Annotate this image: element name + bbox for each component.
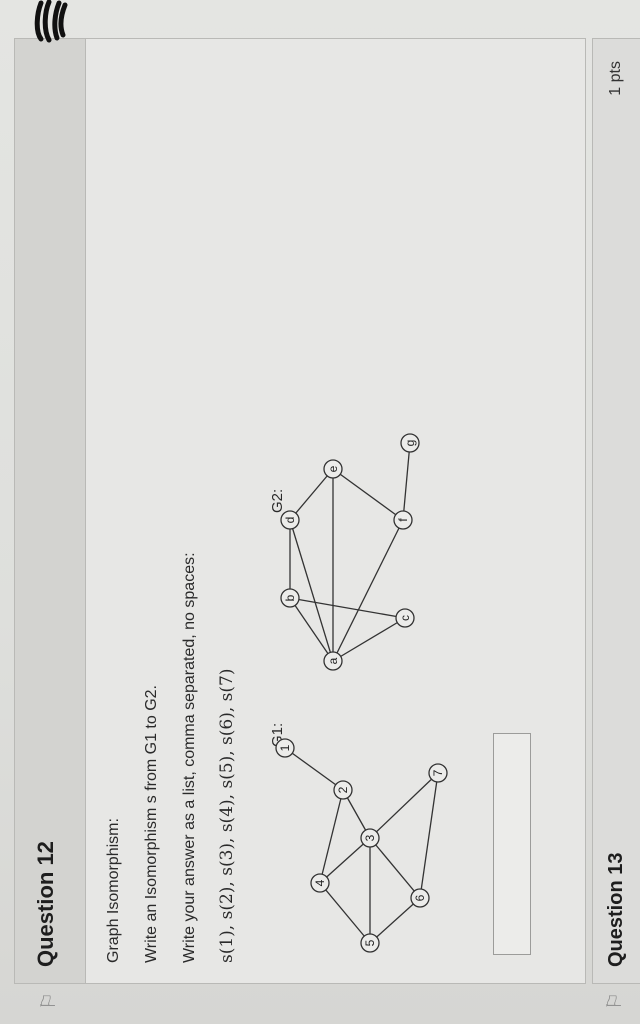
question-13-title: Question 13 xyxy=(605,852,627,967)
flag-icon[interactable]: ⚐ xyxy=(604,992,626,1010)
g2-edge xyxy=(289,468,334,521)
g1-node-6: 6 xyxy=(410,888,430,908)
svg-text:f: f xyxy=(396,518,410,522)
graphs-figure: 1 2 3 4 5 6 7 a b c xyxy=(275,433,448,953)
svg-text:4: 4 xyxy=(313,879,327,886)
g1-edge xyxy=(319,837,371,884)
g1-edge xyxy=(369,772,439,839)
g1-edge xyxy=(369,837,421,899)
svg-text:2: 2 xyxy=(336,786,350,793)
g2-graph: a b c d e f g xyxy=(280,433,420,671)
g2-node-e: e xyxy=(323,459,343,479)
svg-text:b: b xyxy=(283,594,297,601)
svg-text:g: g xyxy=(403,440,417,447)
g2-node-c: c xyxy=(395,608,415,628)
answer-input[interactable] xyxy=(493,733,531,955)
points-label: 1 pts xyxy=(607,61,624,96)
svg-text:a: a xyxy=(326,657,340,664)
g1-node-7: 7 xyxy=(428,763,448,783)
question-12-card: Question 12 Graph Isomorphism: Write an … xyxy=(14,0,586,984)
svg-text:6: 6 xyxy=(413,894,427,901)
question-13-card: Question 13 1 pts xyxy=(592,38,640,984)
g2-edge xyxy=(402,442,411,521)
g2-edge xyxy=(332,617,406,662)
g2-node-g: g xyxy=(400,433,420,453)
g1-node-4: 4 xyxy=(310,873,330,893)
g2-edge xyxy=(289,519,334,662)
g2-edge xyxy=(289,597,334,662)
scribble-mark xyxy=(34,0,68,43)
g1-node-2: 2 xyxy=(333,780,353,800)
g2-edge xyxy=(289,597,406,619)
g2-node-b: b xyxy=(280,588,300,608)
g2-edge xyxy=(332,519,404,662)
svg-text:c: c xyxy=(398,615,412,621)
g1-edge xyxy=(369,897,421,944)
svg-text:5: 5 xyxy=(363,939,377,946)
g1-edge xyxy=(319,789,344,884)
g2-edge xyxy=(332,468,404,521)
g2-node-a: a xyxy=(323,651,343,671)
flag-icon[interactable]: ⚐ xyxy=(38,992,60,1010)
g1-graph: 1 2 3 4 5 6 7 xyxy=(275,738,448,953)
svg-text:e: e xyxy=(326,465,340,472)
svg-text:7: 7 xyxy=(431,769,445,776)
svg-text:3: 3 xyxy=(363,834,377,841)
svg-text:d: d xyxy=(283,517,297,524)
svg-text:1: 1 xyxy=(278,744,292,751)
g1-node-3: 3 xyxy=(360,828,380,848)
g1-node-5: 5 xyxy=(360,933,380,953)
g2-node-f: f xyxy=(393,510,413,530)
g2-node-d: d xyxy=(280,510,300,530)
g1-edge xyxy=(284,747,344,791)
g1-edge xyxy=(319,882,371,944)
g1-node-1: 1 xyxy=(275,738,295,758)
g1-edge xyxy=(419,772,439,899)
